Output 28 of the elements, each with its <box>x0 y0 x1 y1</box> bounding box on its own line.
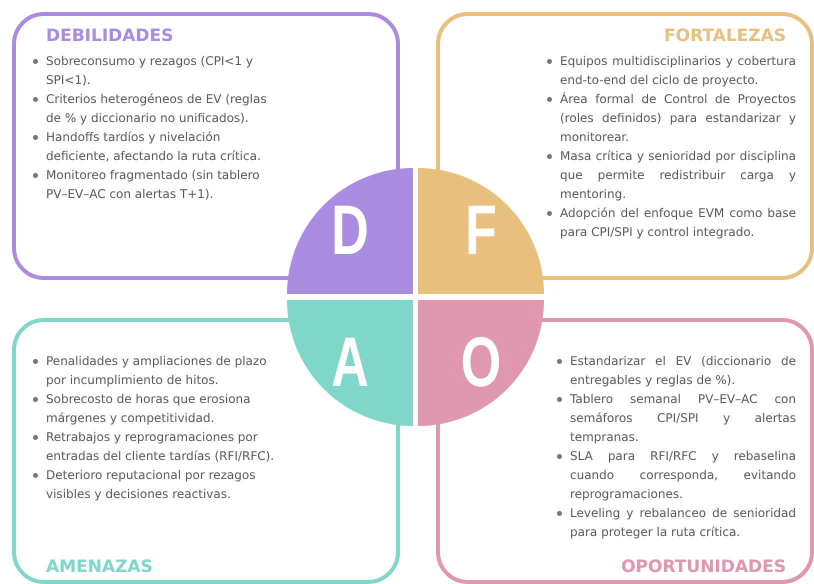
bullet-item: Criterios heterogéneos de EV (reglas de % y diccionario no unificados). <box>30 90 280 128</box>
bullet-item: Handoffs tardíos y nivelación deficiente, afectando la ruta crítica. <box>30 128 280 166</box>
bullet-item: Penalidades y ampliaciones de plazo por incumplimiento de hitos. <box>30 352 280 390</box>
section-heading: DEBILIDADES <box>46 26 174 46</box>
quadrant-card <box>436 318 814 584</box>
bullet-item: Retrabajos y reprogramaciones por entradas del cliente tardías (RFI/RFC). <box>30 428 280 466</box>
bullet-item: Equipos multidisciplinarios y cobertura end-to-end del ciclo de proyecto. <box>544 52 796 90</box>
bullet-item: Tablero semanal PV–EV–AC con semáforos CPI/SPI y alertas tempranas. <box>554 390 796 447</box>
bullet-item: Monitoreo fragmentado (sin tablero PV–EV–AC con alertas T+1). <box>30 166 280 204</box>
quadrant-letter: A <box>331 322 369 404</box>
quadrant-letter: F <box>465 190 497 272</box>
bullet-item: Área formal de Control de Proyectos (roles definidos) para estandarizar y monitorear. <box>544 90 796 147</box>
bullet-item: Deterioro reputacional por rezagos visibles y decisiones reactivas. <box>30 466 280 504</box>
quadrant-letter: D <box>331 190 369 272</box>
bullet-item: Masa crítica y senioridad por disciplina que permite redistribuir carga y mentoring. <box>544 147 796 204</box>
bullet-item: Sobreconsumo y rezagos (CPI<1 y SPI<1). <box>30 52 280 90</box>
section-heading: OPORTUNIDADES <box>621 557 786 577</box>
section-heading: FORTALEZAS <box>664 26 786 46</box>
section-heading: AMENAZAS <box>46 557 153 577</box>
bullet-item: Adopción del enfoque EVM como base para CPI/SPI y control integrado. <box>544 204 796 242</box>
bullet-item: Sobrecosto de horas que erosiona márgenes y competitividad. <box>30 390 280 428</box>
bullet-item: SLA para RFI/RFC y rebaselina cuando corresponda, evitando reprogramaciones. <box>554 447 796 504</box>
bullet-item: Leveling y rebalanceo de senioridad para proteger la ruta crítica. <box>554 504 796 542</box>
quadrant-card <box>436 12 814 280</box>
quadrant-card <box>12 318 400 584</box>
quadrant-card <box>12 12 400 280</box>
quadrant-letter: O <box>460 322 502 404</box>
bullet-item: Estandarizar el EV (diccionario de entregables y reglas de %). <box>554 352 796 390</box>
